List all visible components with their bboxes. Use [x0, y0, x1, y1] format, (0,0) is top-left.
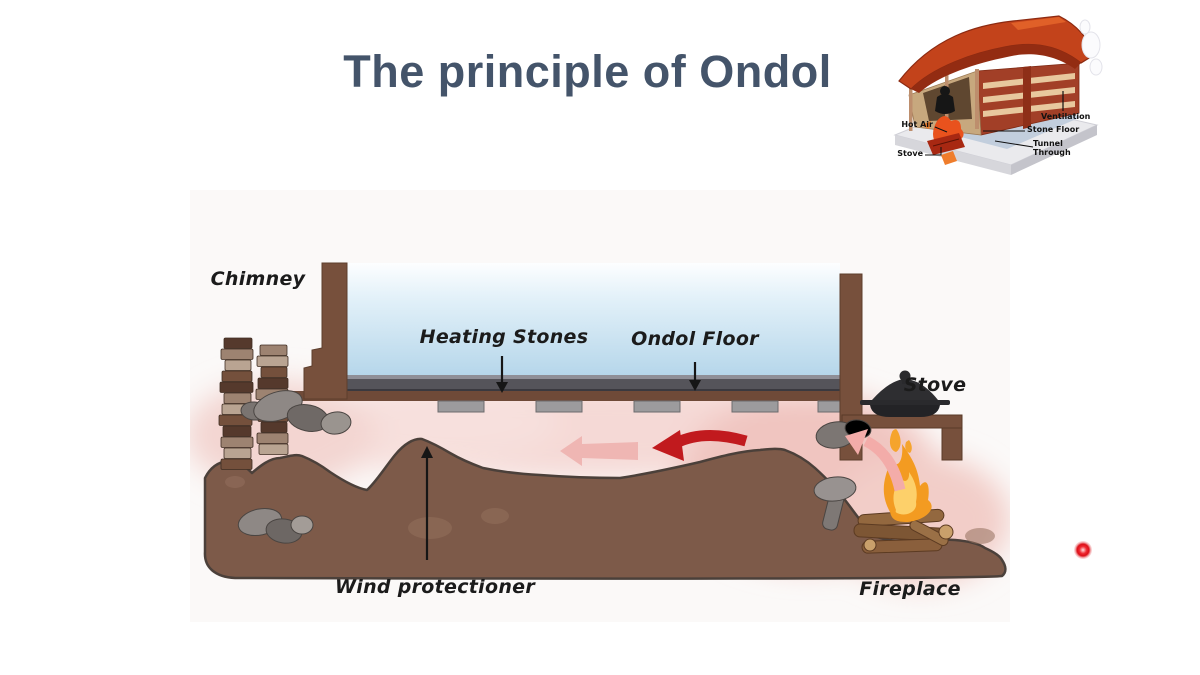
inset-label-tunnel-through: Tunnel Through	[1033, 139, 1071, 157]
label-chimney: Chimney	[210, 268, 306, 290]
stones-buried-left	[237, 507, 314, 544]
right-wall	[839, 273, 863, 461]
inset-callout-lines	[925, 91, 1064, 156]
laser-pointer-dot	[1074, 541, 1092, 559]
house-walls	[908, 62, 1080, 136]
person-silhouette	[935, 86, 955, 114]
house-roof	[898, 15, 1095, 93]
ondol-diagram: Chimney Heating Stones Ondol Floor Stove…	[190, 190, 1010, 622]
room-area	[347, 263, 840, 377]
stove-pot	[860, 370, 950, 417]
heat-flow-arrows	[560, 429, 906, 492]
label-wind-protectioner: Wind protectioner	[335, 576, 535, 598]
fireplace-fire	[853, 429, 954, 554]
house-inset-art	[893, 15, 1103, 175]
label-stove: Stove	[903, 374, 967, 396]
label-fireplace: Fireplace	[859, 578, 961, 600]
mushroom-stone	[813, 476, 857, 531]
stones-near-wall	[240, 390, 352, 435]
heating-stones-row	[437, 400, 855, 413]
inset-label-stone-floor: Stone Floor	[1027, 125, 1080, 134]
left-wall	[303, 262, 348, 400]
page-title: The principle of Ondol	[343, 46, 832, 97]
smoke-puffs	[1079, 19, 1103, 76]
inset-label-hot-air: Hot Air	[901, 120, 933, 129]
inset-label-ventilation: Ventilation	[1041, 112, 1091, 121]
label-pointer-arrows	[421, 356, 701, 560]
label-heating-stones: Heating Stones	[419, 326, 589, 348]
label-ondol-floor: Ondol Floor	[631, 328, 759, 350]
earth-light-patches	[225, 476, 995, 544]
inset-stove-fire	[921, 116, 965, 165]
stove-table	[841, 414, 963, 461]
ondol-diagram-art	[190, 190, 1010, 622]
ondol-floor-structure	[290, 375, 862, 413]
house-inset-illustration: Hot Air Stove Ventilation Stone Floor Tu…	[885, 5, 1105, 175]
inset-label-stove: Stove	[897, 149, 923, 158]
earth-mound	[203, 437, 1007, 580]
